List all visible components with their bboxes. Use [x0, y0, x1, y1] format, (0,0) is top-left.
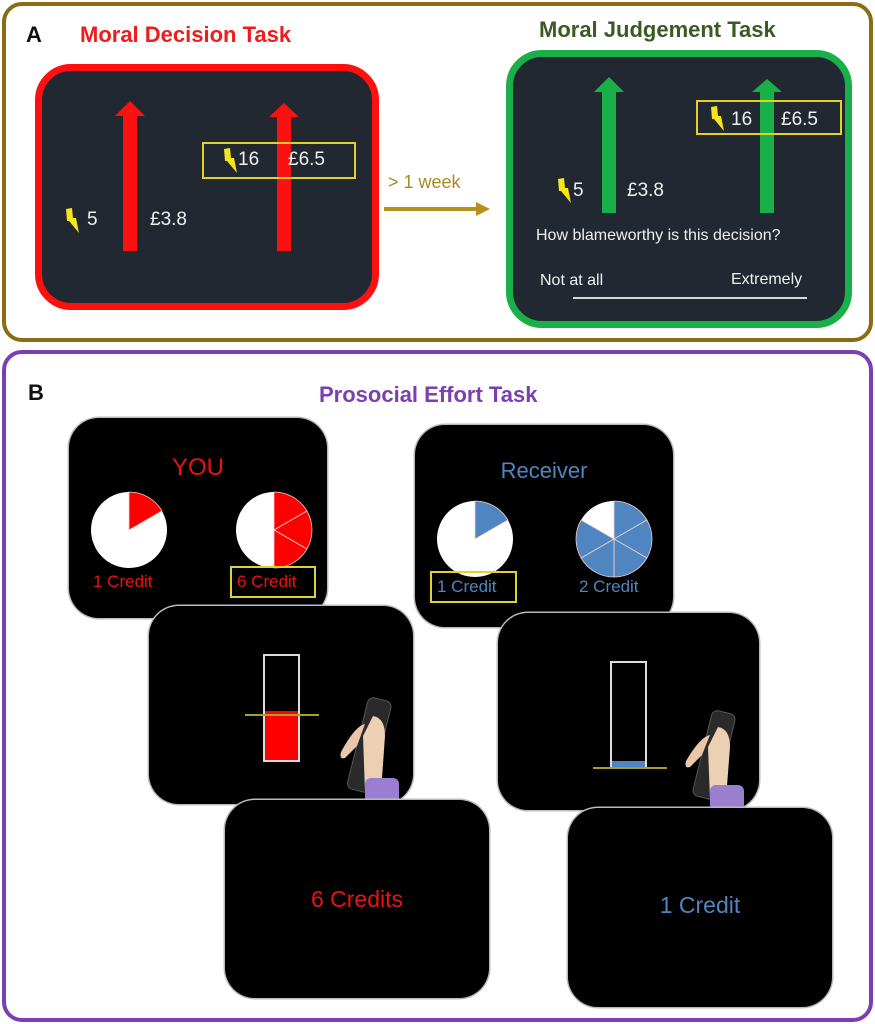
receiver-choice-screen: Receiver 1 Credit 2 Credit: [415, 425, 673, 627]
right-option-shocks: 16: [238, 149, 260, 170]
effort-fill-self: [265, 711, 298, 760]
blame-rating-slider[interactable]: [573, 297, 807, 299]
receiver-outcome-screen: 1 Credit: [568, 808, 832, 1007]
self-outcome-screen: 6 Credits: [225, 800, 489, 998]
effort-fill-receiver: [612, 760, 645, 767]
right-option-arrow-icon: [752, 79, 782, 213]
decision-task-screen: 5 £3.8 16 £6.5: [35, 64, 379, 310]
self-effort-screen: [149, 606, 413, 804]
shock-bolt-icon: [66, 208, 79, 233]
right-option-money: £6.5: [781, 109, 818, 130]
effort-pie-receiver-low: [437, 500, 513, 577]
recipient-label-self: YOU: [171, 454, 224, 481]
panel-a-moral-tasks: A Moral Decision Task Moral Judgement Ta…: [2, 2, 873, 342]
left-option-money: £3.8: [150, 209, 187, 230]
receiver-outcome-text: 1 Credit: [659, 892, 741, 918]
scale-min-label: Not at all: [540, 272, 604, 289]
effort-pie-self-high: [236, 491, 313, 569]
selected-option-box: [696, 100, 842, 135]
self-outcome-text: 6 Credits: [310, 886, 404, 912]
panel-letter-a: A: [26, 22, 42, 47]
receiver-effort-screen: [498, 613, 759, 810]
decision-task-title: Moral Decision Task: [80, 22, 292, 47]
selected-option-box: [230, 566, 316, 598]
left-option-shocks: 5: [573, 180, 584, 201]
effort-bar-self: [263, 654, 300, 762]
receiver-high-credit: 2 Credit: [579, 577, 639, 596]
pie-effort-slice: [474, 500, 509, 540]
hand-grip-device-icon: [340, 697, 399, 804]
selected-option-box: [202, 142, 356, 179]
selected-option-box: [430, 571, 517, 603]
hand-grip-device-icon: [685, 710, 744, 810]
judgement-task-title: Moral Judgement Task: [539, 17, 776, 42]
right-option-shocks: 16: [731, 109, 753, 130]
effort-threshold-line: [593, 767, 667, 769]
receiver-low-credit: 1 Credit: [437, 577, 497, 596]
shock-bolt-icon: [711, 106, 724, 131]
left-option-money: £3.8: [627, 180, 664, 201]
panel-letter-b: B: [28, 380, 44, 405]
effort-threshold-line: [245, 714, 319, 716]
shock-bolt-icon: [558, 178, 571, 203]
shock-bolt-icon: [224, 148, 237, 173]
effort-pie-self-low: [91, 491, 167, 568]
blame-question: How blameworthy is this decision?: [536, 227, 781, 244]
effort-bar-receiver: [610, 661, 647, 769]
left-option-arrow-icon: [594, 77, 624, 213]
left-option-arrow-icon: [115, 101, 145, 251]
panel-b-prosocial-task: B Prosocial Effort Task YOU 1 Credit 6 C…: [2, 350, 873, 1022]
self-high-credit: 6 Credit: [237, 572, 297, 591]
left-option-shocks: 5: [87, 209, 98, 230]
effort-pie-receiver-high: [575, 500, 653, 578]
prosocial-task-title: Prosocial Effort Task: [319, 382, 538, 407]
right-option-money: £6.5: [288, 149, 325, 170]
pie-effort-slice: [575, 519, 615, 559]
scale-max-label: Extremely: [731, 271, 803, 288]
self-low-credit: 1 Credit: [93, 572, 153, 591]
pie-effort-slice: [128, 491, 163, 531]
self-choice-screen: YOU 1 Credit 6 Credit: [69, 418, 327, 618]
judgement-task-screen: 5 £3.8 16 £6.5 How blameworthy is this d…: [506, 50, 852, 328]
recipient-label-receiver: Receiver: [500, 458, 588, 483]
time-gap-arrow-icon: [384, 202, 490, 216]
time-gap-label: > 1 week: [388, 172, 461, 192]
